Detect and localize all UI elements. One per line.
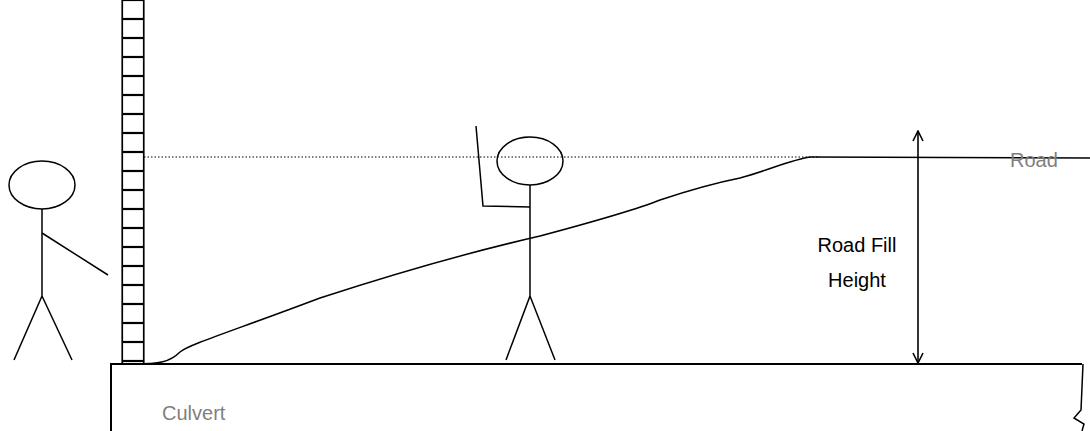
leveling-rod (122, 0, 144, 364)
dimension-arrow (917, 131, 919, 363)
road-label: Road (1010, 146, 1058, 174)
break-symbol (1074, 364, 1084, 431)
culvert-box: Culvert (110, 363, 1082, 431)
rod-person (9, 161, 108, 360)
culvert-label: Culvert (162, 399, 225, 427)
fill-slope (132, 157, 810, 364)
dimension-label: Road Fill Height (802, 228, 912, 298)
level-person (476, 126, 563, 360)
sight-line (144, 157, 820, 158)
